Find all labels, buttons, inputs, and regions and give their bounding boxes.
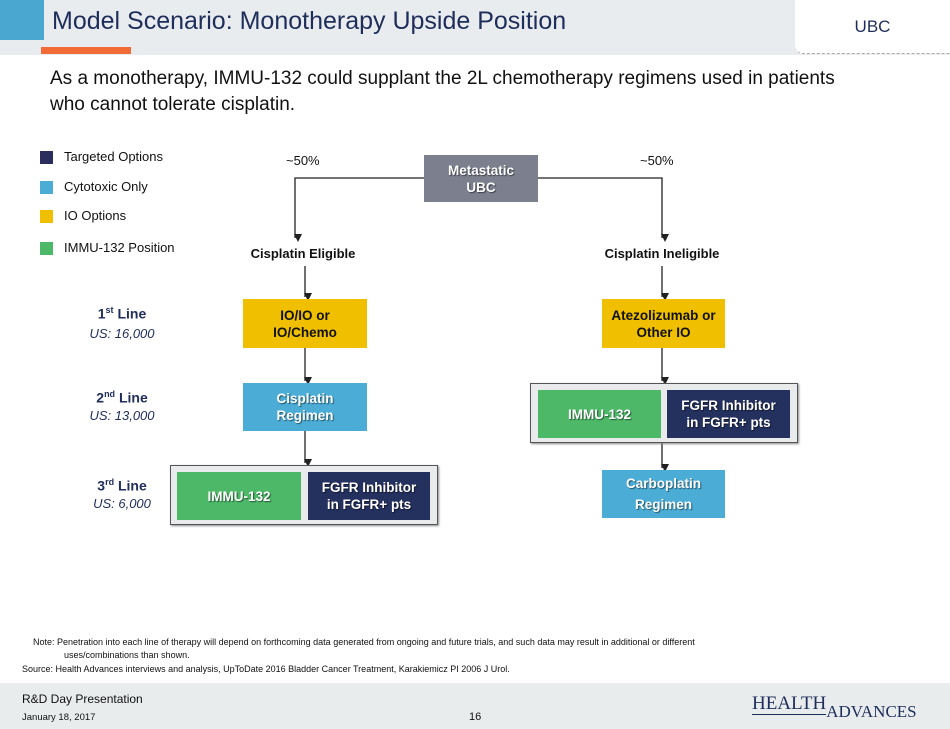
branch-label-left: Cisplatin Eligible	[250, 246, 356, 261]
line-count-2: US: 13,000	[89, 408, 155, 423]
line-count-3: US: 6,000	[93, 496, 151, 511]
subtitle: As a monotherapy, IMMU-132 could supplan…	[50, 68, 835, 115]
node-immu-132: IMMU-132	[177, 472, 301, 520]
left-percent: ~50%	[286, 153, 320, 168]
legend-label: Targeted Options	[64, 149, 164, 164]
node-atezolizumab: Atezolizumab or Other IO	[602, 299, 725, 348]
right-percent: ~50%	[640, 153, 674, 168]
footer-bar	[0, 683, 950, 729]
legend-label: IMMU-132 Position	[64, 240, 175, 255]
node-io-chemo: IO/IO or IO/Chemo	[243, 299, 367, 348]
line-count-1: US: 16,000	[89, 326, 155, 341]
node-carboplatin-regimen: Carboplatin Regimen	[602, 470, 725, 518]
legend-label: IO Options	[64, 208, 127, 223]
title-underline	[41, 47, 131, 54]
connector-left	[294, 177, 424, 242]
node-fgfr-inhibitor: FGFR Inhibitor in FGFR+ pts	[667, 390, 790, 438]
node-immu-132: IMMU-132	[538, 390, 661, 438]
legend-swatch-io	[40, 210, 53, 223]
line-label-1: 1st Line	[97, 305, 147, 322]
node-cisplatin-regimen: Cisplatin Regimen	[243, 383, 367, 431]
health-advances-logo: HEALTHADVANCES	[752, 693, 917, 721]
legend-swatch-cytotoxic	[40, 181, 53, 194]
source-note: Source: Health Advances interviews and a…	[22, 664, 510, 674]
presentation-name: R&D Day Presentation	[22, 692, 143, 706]
page-title: Model Scenario: Monotherapy Upside Posit…	[52, 7, 567, 35]
line-label-3: 3rd Line	[97, 477, 147, 494]
legend-swatch-targeted	[40, 151, 53, 164]
root-node: Metastatic UBC	[424, 155, 538, 202]
node-fgfr-inhibitor: FGFR Inhibitor in FGFR+ pts	[308, 472, 430, 520]
legend-label: Cytotoxic Only	[64, 179, 148, 194]
branch-label-right: Cisplatin Ineligible	[604, 246, 720, 261]
header-bar	[0, 0, 950, 55]
footnote-cont: uses/combinations than shown.	[64, 650, 190, 660]
header-accent	[0, 0, 44, 40]
topic-tag: UBC	[795, 0, 950, 54]
footnote: Note: Penetration into each line of ther…	[33, 637, 695, 647]
legend-swatch-immu	[40, 242, 53, 255]
connector-right	[538, 177, 669, 242]
line-label-2: 2nd Line	[96, 389, 148, 406]
page-number: 16	[469, 711, 482, 723]
presentation-date: January 18, 2017	[22, 712, 96, 723]
